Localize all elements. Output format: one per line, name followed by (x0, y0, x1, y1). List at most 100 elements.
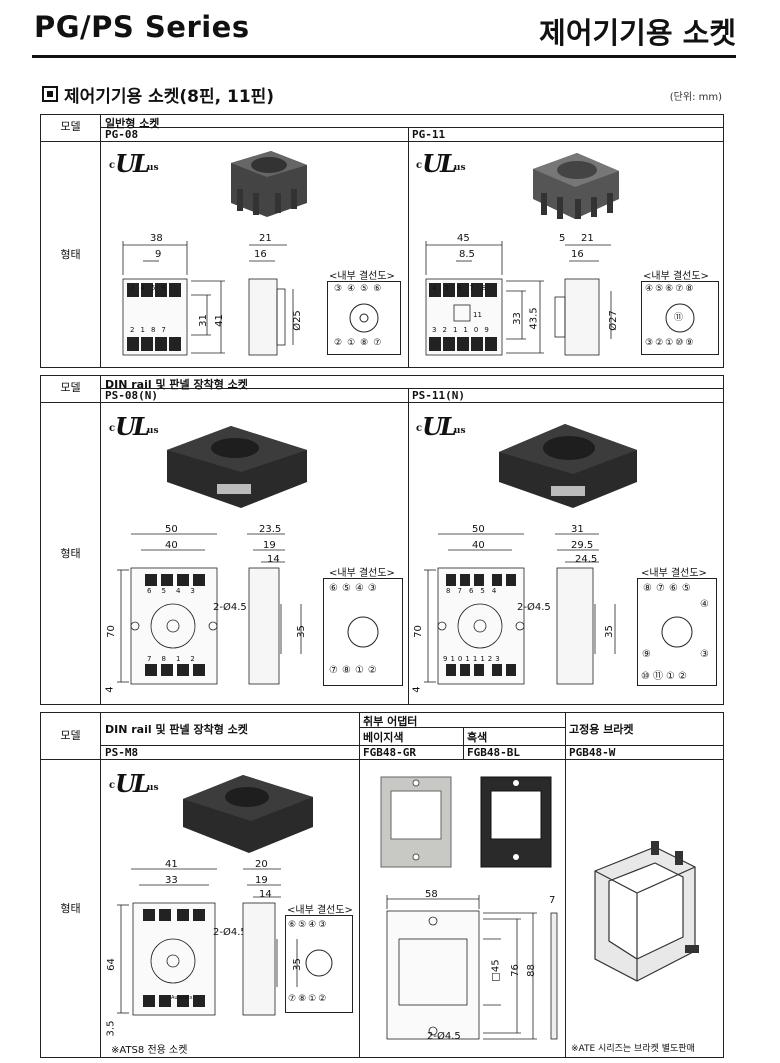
dim-pg08-dia: Ø25 (291, 310, 303, 331)
pg11-pin-mid: 11 (473, 311, 482, 319)
ps11n-pin-row-top: 87654 (446, 587, 504, 595)
model-psm8: PS-M8 (105, 746, 139, 759)
dim-psm8-d3: 14 (259, 889, 272, 900)
divider (408, 388, 409, 704)
header-rule (32, 55, 736, 58)
dim-adapter-thickness: 7 (549, 895, 556, 906)
dim-ps11n-h: 70 (412, 625, 424, 638)
model-ps08n: PS-08(N) (105, 389, 158, 402)
dim-psm8-h: 64 (105, 958, 117, 971)
inner-wiring-label: <내부 결선도> (329, 568, 395, 579)
dim-psm8-w1: 41 (165, 859, 178, 870)
dim-psm8-base: 3.5 (105, 1020, 117, 1037)
wiring-circle-icon (305, 949, 333, 977)
divider (463, 727, 464, 759)
pg11-side-drawing (554, 244, 612, 356)
model-label: 모델 (41, 115, 101, 141)
dim-ps11n-d1: 31 (571, 524, 584, 535)
model-pgb48-w: PGB48-W (569, 746, 616, 759)
wiring-top-row: ⑧⑦⑥⑤ (643, 583, 695, 594)
model-label: 모델 (41, 376, 101, 402)
dim-ps08n-h: 70 (105, 625, 117, 638)
dim-ps11n-d2: 29.5 (571, 540, 594, 551)
group-label: DIN rail 및 판넬 장착형 소켓 (105, 723, 248, 736)
dim-psm8-d2: 19 (255, 875, 268, 886)
form-label: 형태 (41, 759, 101, 1058)
sub-label-black: 흑색 (467, 731, 488, 744)
dim-ps11n-hole: 2-Ø4.5 (517, 602, 551, 613)
dim-ps11n-w1: 50 (472, 524, 485, 535)
inner-wiring-label: <내부 결선도> (287, 905, 353, 916)
table-general-socket: 모델 형태 일반형 소켓 PG-08 PG-11 cULus cULus (40, 114, 724, 368)
sub-label-beige: 베이지색 (363, 731, 404, 744)
wiring-pin-3: ③ (700, 649, 709, 660)
dim-ps11n-base: 4 (411, 686, 423, 693)
dim-adapter-hole: 2-Ø4.5 (427, 1031, 461, 1042)
ul-cert-icon: cULus (416, 412, 466, 441)
pg08-wiring-diagram: ③④⑤⑥ ②①⑧⑦ (327, 281, 401, 355)
ps08n-front-drawing (117, 533, 218, 685)
pg08-pin-row-top: 3456 (130, 284, 172, 292)
ps08n-side-drawing (247, 533, 302, 685)
dim-ps08n-w2: 40 (165, 540, 178, 551)
pg11-pin-row-top: 45678 (432, 284, 495, 292)
divider (359, 727, 565, 728)
wiring-circle-icon (347, 616, 379, 648)
dim-psm8-hole: 2-Ø4.5 (213, 927, 247, 938)
ul-cert-icon: cULus (416, 149, 466, 178)
dim-ps08n-hole: 2-Ø4.5 (213, 602, 247, 613)
wiring-top-row: ⑥⑤④③ (329, 583, 381, 594)
pg08-pin-row-bottom: 2187 (130, 326, 172, 334)
dim-ps11n-w2: 40 (472, 540, 485, 551)
dim-pg11-width: 45 (457, 233, 470, 244)
dim-pg08-h2: 41 (213, 314, 225, 327)
ps11n-wiring-diagram: ⑧⑦⑥⑤ ④ ⑨ ③ ⑩⑪①② (637, 578, 717, 686)
ps11n-pin-row-bottom: 91011123 (443, 655, 503, 663)
dim-pg11-depth2: 16 (571, 249, 584, 260)
dim-pg11-dia: Ø27 (607, 310, 619, 331)
category-title: 제어기기용 소켓 (539, 16, 736, 50)
divider (565, 713, 566, 1057)
bracket-note: ※ATE 시리즈는 브라켓 별도판매 (571, 1044, 695, 1054)
adapter-drawing (386, 895, 558, 1040)
square-bullet-icon (42, 86, 58, 102)
adapter-beige-photo (380, 776, 452, 868)
wiring-circle-icon (349, 303, 379, 333)
group-label: 취부 어댑터 (363, 715, 418, 728)
unit-note: (단위: mm) (669, 92, 722, 103)
psm8-brand: Autonics (171, 995, 193, 1001)
group-label: 일반형 소켓 (105, 117, 160, 130)
dim-psm8-d1: 20 (255, 859, 268, 870)
dim-pg11-depth: 21 (581, 233, 594, 244)
dim-ps08n-base: 4 (104, 686, 116, 693)
model-fgb48-bl: FGB48-BL (467, 746, 520, 759)
dim-pg11-offset: 5 (559, 233, 566, 244)
psm8-photo (183, 775, 313, 853)
dim-ps08n-d3: 14 (267, 554, 280, 565)
series-title: PG/PS Series (34, 10, 250, 44)
dim-pg08-width: 38 (150, 233, 163, 244)
wiring-circle-icon (665, 303, 695, 333)
pg11-pin-row-bottom: 321109 (432, 326, 495, 334)
form-label: 형태 (41, 141, 101, 368)
ul-cert-icon: cULus (109, 149, 159, 178)
dim-ps11n-h2: 35 (603, 625, 615, 638)
dim-ps08n-d1: 23.5 (259, 524, 282, 535)
wiring-bottom-row: ②①⑧⑦ (334, 338, 387, 348)
dim-adapter-h1: 76 (509, 964, 521, 977)
ul-cert-icon: cULus (109, 412, 159, 441)
ps08n-photo (167, 426, 307, 508)
wiring-bottom-row: ⑦⑧①② (329, 665, 381, 676)
ps11n-side-drawing (555, 533, 616, 685)
divider (408, 127, 409, 367)
model-pg08: PG-08 (105, 128, 139, 141)
psm8-wiring-diagram: ⑥⑤④③ ⑦⑧①② (285, 915, 353, 1013)
dim-adapter-square: □45 (490, 959, 502, 982)
dim-pg08-depth2: 16 (254, 249, 267, 260)
ul-cert-icon: cULus (109, 769, 159, 798)
dim-pg08-pitch: 9 (155, 249, 162, 260)
dim-ps08n-h2: 35 (295, 625, 307, 638)
divider (41, 141, 723, 142)
wiring-circle-icon (661, 616, 693, 648)
pg11-photo (533, 153, 619, 219)
